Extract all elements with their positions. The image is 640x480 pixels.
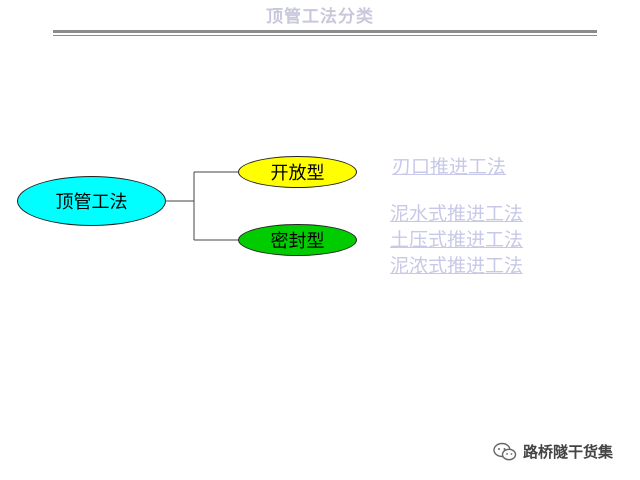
method-link-earth-pressure[interactable]: 土压式推进工法 xyxy=(390,229,524,251)
branch-node-closed: 密封型 xyxy=(238,224,357,256)
method-link-slurry[interactable]: 泥水式推进工法 xyxy=(390,203,524,225)
root-node: 顶管工法 xyxy=(17,176,166,226)
wechat-icon xyxy=(493,442,517,460)
watermark-text: 路桥隧干货集 xyxy=(523,443,614,461)
watermark: 路桥隧干货集 xyxy=(493,441,613,462)
root-node-label: 顶管工法 xyxy=(55,192,128,213)
title-divider xyxy=(53,30,597,36)
branch-node-closed-label: 密封型 xyxy=(270,231,325,252)
branch-node-open: 开放型 xyxy=(238,156,357,188)
method-link-thick-slurry[interactable]: 泥浓式推进工法 xyxy=(390,255,524,277)
branch-node-open-label: 开放型 xyxy=(270,163,325,184)
page-title: 顶管工法分类 xyxy=(266,7,374,27)
method-link-blade[interactable]: 刃口推进工法 xyxy=(392,156,507,178)
